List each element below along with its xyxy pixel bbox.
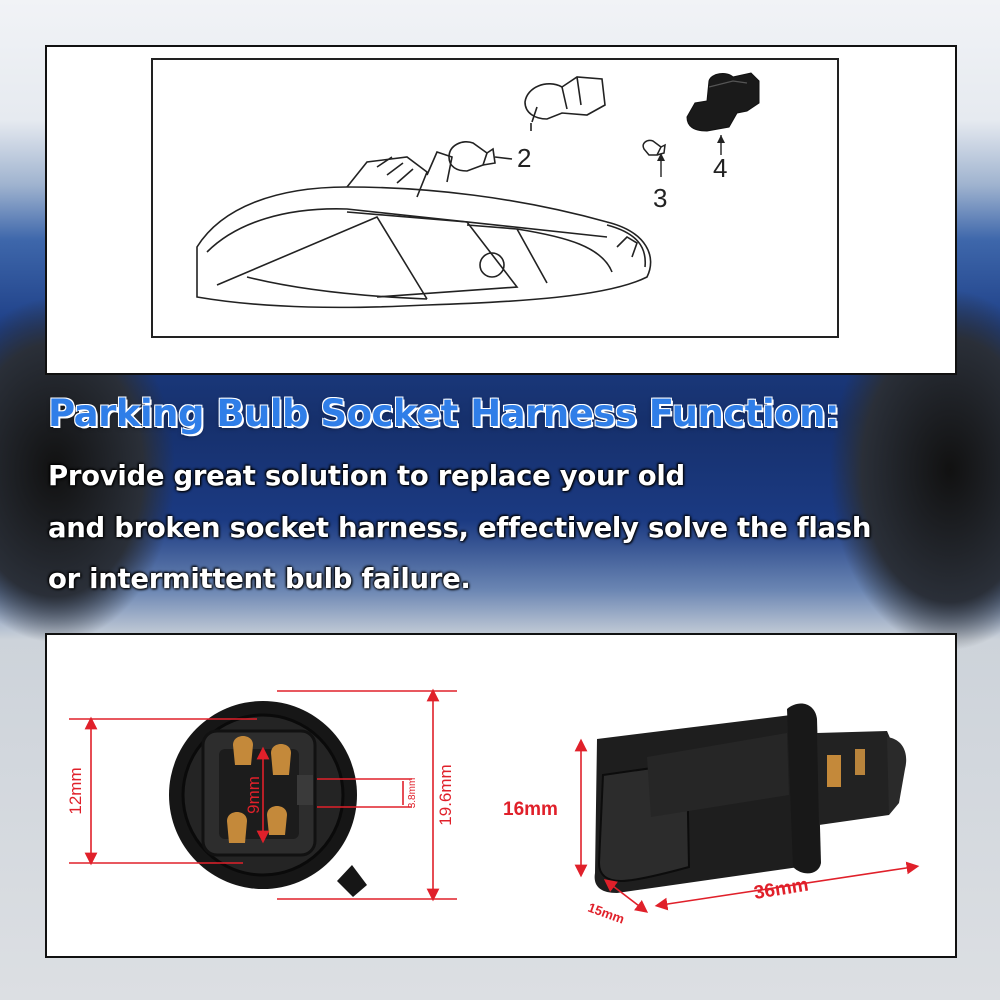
description-line-2: and broken socket harness, effectively s… bbox=[48, 512, 872, 544]
diagram-panel: 2 3 4 bbox=[45, 45, 957, 375]
callout-3: 3 bbox=[653, 183, 667, 213]
dim-9mm: 9mm bbox=[244, 776, 263, 814]
dimensions-panel: 12mm 9mm 3.8mm 19.6mm 16mm 15mm 36mm bbox=[45, 633, 957, 958]
dim-36mm: 36mm bbox=[752, 875, 810, 904]
bulb-icon bbox=[448, 141, 513, 172]
dim-19-6mm: 19.6mm bbox=[436, 764, 455, 825]
description-line-1: Provide great solution to replace your o… bbox=[48, 460, 685, 492]
dim-15mm: 15mm bbox=[586, 900, 626, 927]
diagram-frame bbox=[151, 58, 839, 338]
headlight-diagram: 2 3 4 bbox=[196, 72, 760, 309]
callout-2: 2 bbox=[517, 143, 531, 173]
socket-front-view-icon bbox=[169, 701, 367, 897]
callout-4: 4 bbox=[713, 153, 727, 183]
small-bulb-icon bbox=[642, 139, 666, 156]
dim-16mm: 16mm bbox=[503, 799, 558, 820]
dim-3-8mm: 3.8mm bbox=[407, 778, 418, 809]
function-heading: Parking Bulb Socket Harness Function: bbox=[48, 392, 840, 435]
socket-side-view-icon bbox=[594, 703, 907, 893]
dim-12mm: 12mm bbox=[66, 767, 85, 814]
headlight-assembly-icon bbox=[196, 151, 652, 309]
description-line-3: or intermittent bulb failure. bbox=[48, 563, 471, 595]
dimensions-figure: 12mm 9mm 3.8mm 19.6mm 16mm 15mm 36mm bbox=[66, 688, 920, 927]
socket-outline-icon bbox=[524, 76, 606, 131]
socket-icon bbox=[686, 72, 760, 132]
